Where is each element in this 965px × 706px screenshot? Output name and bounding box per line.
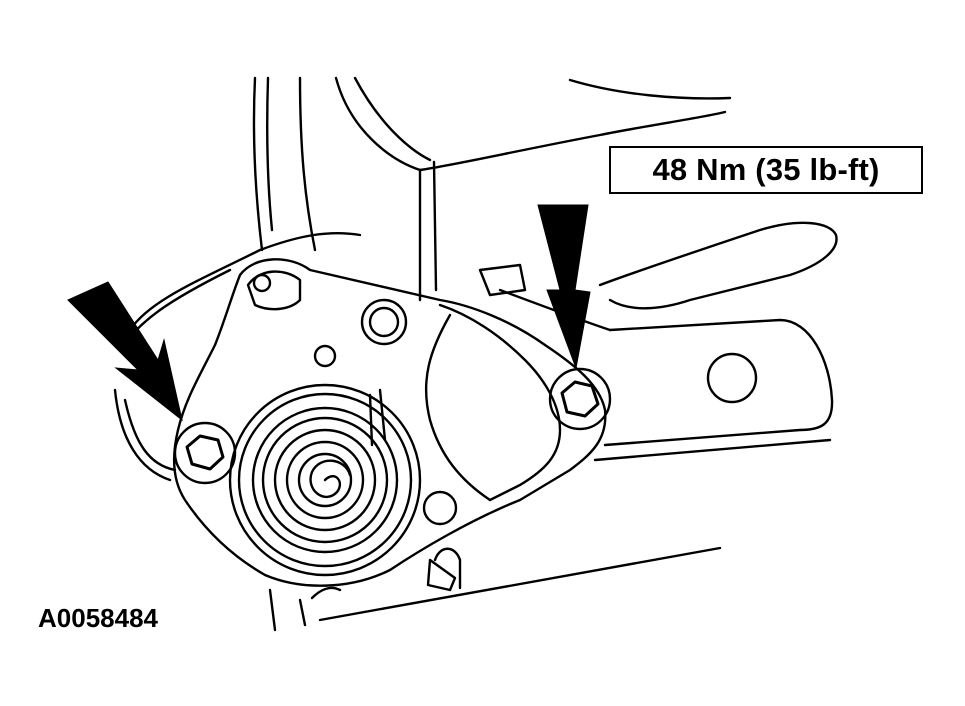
- figure-id-label: A0058484: [38, 603, 158, 633]
- seat-back-frame: [252, 76, 732, 302]
- torque-spec-callout: 48 Nm (35 lb-ft): [609, 146, 923, 194]
- seat-side-shield: [113, 231, 362, 632]
- arrow-icon: [67, 281, 183, 422]
- hex-bolt-icon: [173, 421, 237, 485]
- clock-spring: [228, 383, 422, 577]
- torque-spec-text: 48 Nm (35 lb-ft): [652, 152, 880, 187]
- recliner-mount-plate: [172, 258, 607, 587]
- hex-bolt-icon: [548, 367, 612, 431]
- arrow-icon: [537, 204, 591, 370]
- seat-track-frame: [318, 221, 838, 622]
